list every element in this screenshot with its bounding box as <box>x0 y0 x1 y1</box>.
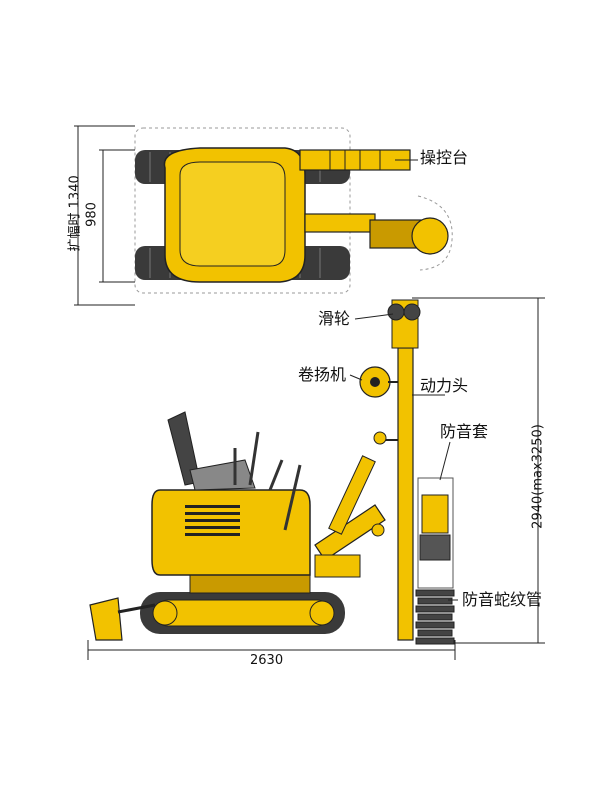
boom-base <box>314 554 361 578</box>
track-frame <box>154 599 331 627</box>
power-head <box>421 494 449 534</box>
turntable <box>189 574 311 594</box>
label-height: 2940(max3250) <box>530 424 546 529</box>
boom-cylinder <box>328 455 376 535</box>
leader-winch <box>349 374 363 381</box>
label-track-width: 980 <box>84 202 100 227</box>
leader-noise-cover <box>439 441 451 481</box>
upper-body-side <box>151 489 311 576</box>
label-console: 操控台 <box>420 148 469 167</box>
extend-width-text: 扩幅时 <box>67 212 83 252</box>
boom-top <box>304 213 376 233</box>
noise-bellows <box>415 589 455 645</box>
label-noise-cover: 防音套 <box>440 422 489 441</box>
label-noise-bellows: 防音蛇纹管 <box>462 590 543 609</box>
dozer-blade <box>89 597 123 641</box>
leader-pulley <box>354 313 394 320</box>
drive-unit <box>419 534 451 561</box>
power-head-top <box>411 217 449 255</box>
pulley <box>387 303 405 321</box>
seat <box>189 459 256 491</box>
mast <box>397 347 414 641</box>
top-view <box>74 125 453 306</box>
label-power-head: 动力头 <box>420 376 469 395</box>
label-pulley: 滑轮 <box>318 309 351 328</box>
console-arm <box>299 149 411 171</box>
extend-width-value: 1340 <box>67 175 83 209</box>
noise-cover-outline <box>417 477 454 589</box>
label-extend-width: 扩幅时 1340 <box>67 175 83 252</box>
side-view <box>87 297 545 660</box>
label-winch: 卷扬机 <box>298 365 347 384</box>
label-length: 2630 <box>250 653 284 668</box>
swing-outline <box>417 195 453 271</box>
cab-roof <box>179 161 286 267</box>
